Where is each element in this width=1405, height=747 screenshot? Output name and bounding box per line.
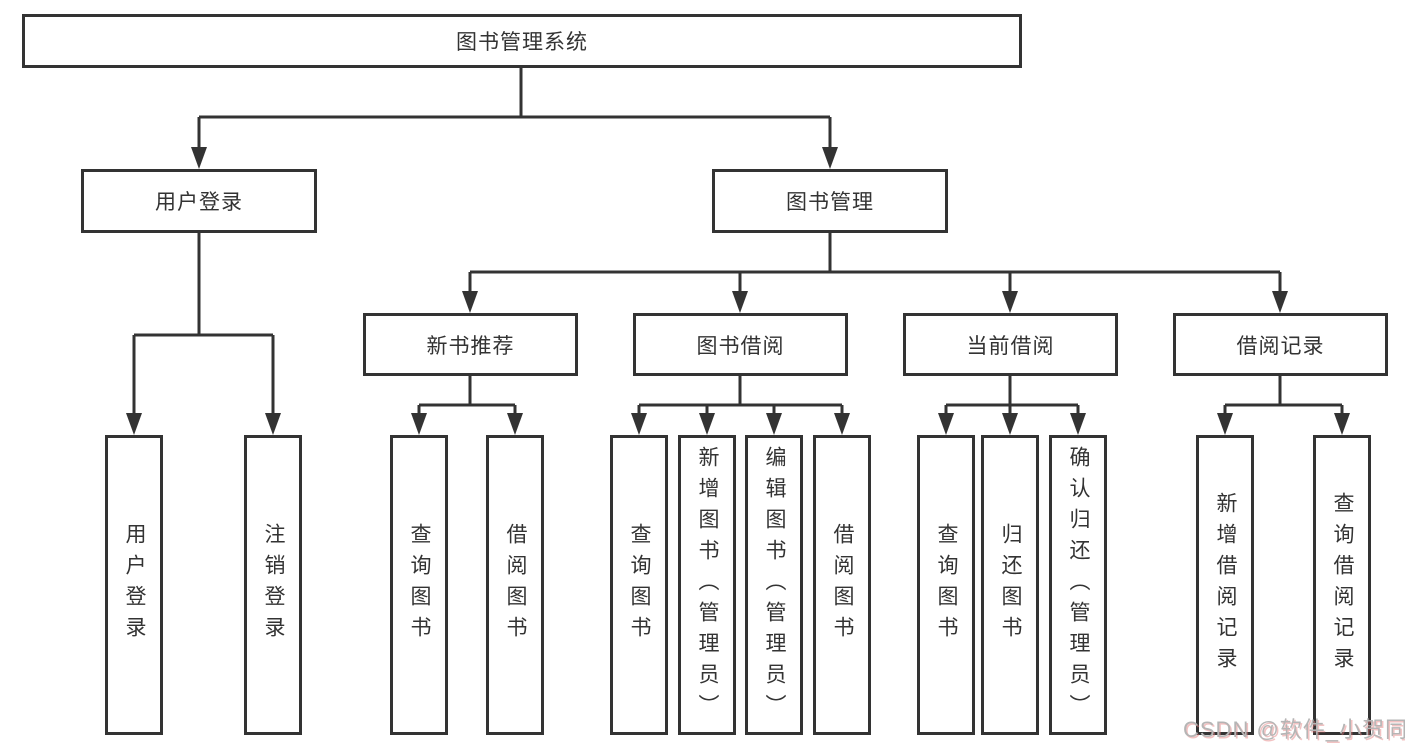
arrowheads-level2	[191, 147, 838, 169]
connector-new-book-split	[417, 376, 517, 416]
leaf-logout: 注销登录	[244, 435, 302, 735]
leaf-edit-book-admin: 编辑图书（管理员）	[745, 435, 803, 735]
leaf-borrow-book: 借阅图书	[813, 435, 871, 735]
arrowheads-user-login	[126, 413, 281, 435]
node-current-borrowing: 当前借阅	[903, 313, 1118, 376]
node-root-library-system: 图书管理系统	[22, 14, 1022, 68]
connector-current-borrow-split	[944, 376, 1080, 416]
node-book-borrowing: 图书借阅	[633, 313, 848, 376]
leaf-borrow-book-recommend: 借阅图书	[486, 435, 544, 735]
arrowheads-new-book	[411, 413, 523, 435]
arrowheads-borrow-records	[1217, 413, 1350, 435]
node-new-book-recommend: 新书推荐	[363, 313, 578, 376]
leaf-confirm-return-admin: 确认归还（管理员）	[1049, 435, 1107, 735]
connector-book-mgmt-split	[468, 233, 1282, 294]
connector-borrow-records-split	[1223, 376, 1344, 416]
connector-user-login-split	[132, 233, 275, 416]
node-user-login: 用户登录	[81, 169, 317, 233]
arrowheads-level3	[462, 291, 1288, 313]
arrowheads-book-borrow	[631, 413, 850, 435]
leaf-user-login: 用户登录	[105, 435, 163, 735]
csdn-watermark: CSDN @软件_小贺同学	[1183, 717, 1405, 742]
leaf-query-book-recommend: 查询图书	[390, 435, 448, 735]
leaf-query-book-current: 查询图书	[917, 435, 975, 735]
connector-root-split	[197, 68, 832, 150]
leaf-return-book: 归还图书	[981, 435, 1039, 735]
leaf-query-book-borrowing: 查询图书	[610, 435, 668, 735]
connector-book-borrow-split	[637, 376, 844, 416]
node-book-management: 图书管理	[712, 169, 948, 233]
node-borrowing-records: 借阅记录	[1173, 313, 1388, 376]
arrowheads-current-borrow	[938, 413, 1086, 435]
leaf-add-borrow-record: 新增借阅记录	[1196, 435, 1254, 735]
leaf-add-book-admin: 新增图书（管理员）	[678, 435, 736, 735]
leaf-query-borrow-record: 查询借阅记录	[1313, 435, 1371, 735]
